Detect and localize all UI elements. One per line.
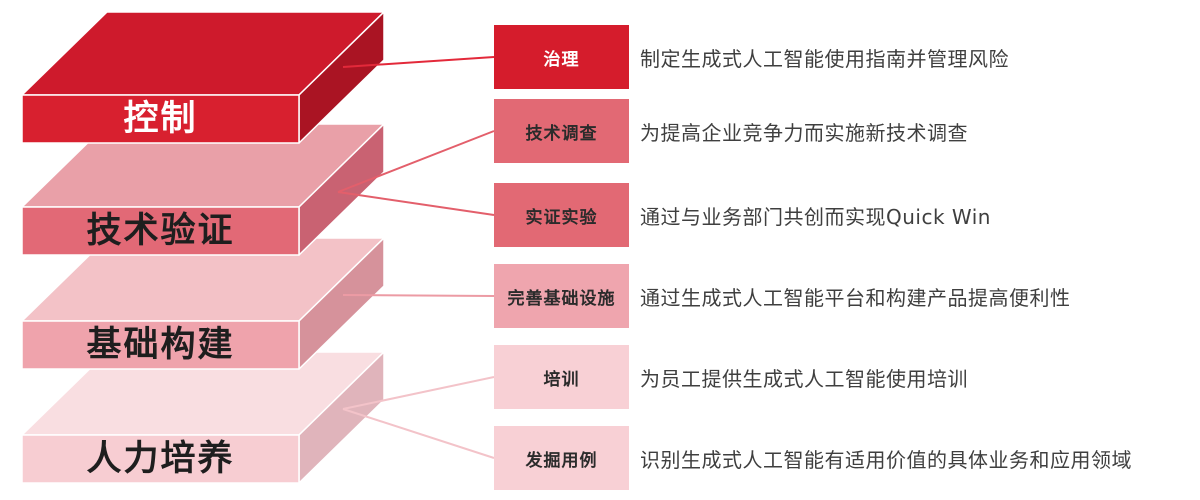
tag-governance-label: 治理	[543, 49, 580, 70]
item-row-governance: 治理 制定生成式人工智能使用指南并管理风险	[0, 25, 1200, 89]
tag-use-cases-label: 发掘用例	[525, 450, 598, 471]
item-row-infrastructure: 完善基础设施 通过生成式人工智能平台和构建产品提高便利性	[0, 264, 1200, 328]
tag-tech-survey-label: 技术调查	[525, 123, 598, 144]
connector-hr-usecases	[342, 408, 495, 459]
connector-foundation-infrastructure	[342, 294, 495, 297]
layer-label-control: 控制	[123, 99, 198, 139]
layer-control-front-face	[21, 94, 300, 144]
description-experiment: 通过与业务部门共创而实现Quick Win	[640, 204, 991, 229]
layer-tech-validation-front-face	[21, 206, 300, 256]
tag-infrastructure-label: 完善基础设施	[507, 288, 616, 309]
description-training: 为员工提供生成式人工智能使用培训	[640, 366, 968, 391]
layer-label-hr-development: 人力培养	[86, 439, 235, 479]
tag-experiment-label: 实证实验	[525, 207, 598, 228]
tag-training-label: 培训	[543, 369, 580, 390]
description-tech-survey: 为提高企业竞争力而实施新技术调查	[640, 120, 968, 145]
layer-foundation-front-face	[21, 320, 300, 370]
item-row-tech-survey: 技术调查 为提高企业竞争力而实施新技术调查	[0, 99, 1200, 163]
connector-hr-training	[342, 376, 495, 410]
layer-label-foundation: 基础构建	[86, 325, 235, 365]
tag-governance: 治理	[494, 25, 629, 89]
layer-tech-validation	[21, 123, 385, 256]
connector-techvalidation-survey	[337, 130, 495, 193]
description-infrastructure: 通过生成式人工智能平台和构建产品提高便利性	[640, 285, 1071, 310]
description-use-cases: 识别生成式人工智能有适用价值的具体业务和应用领域	[640, 447, 1132, 472]
item-row-use-cases: 发掘用例 识别生成式人工智能有适用价值的具体业务和应用领域	[0, 426, 1200, 490]
layer-control	[21, 11, 385, 144]
tag-use-cases: 发掘用例	[494, 426, 629, 490]
tag-experiment: 实证实验	[494, 183, 629, 247]
description-governance: 制定生成式人工智能使用指南并管理风险	[640, 46, 1009, 71]
tag-tech-survey: 技术调查	[494, 99, 629, 163]
layer-label-tech-validation: 技术验证	[86, 211, 235, 251]
item-row-experiment: 实证实验 通过与业务部门共创而实现Quick Win	[0, 183, 1200, 247]
layer-foundation	[21, 237, 385, 370]
tag-training: 培训	[494, 345, 629, 409]
layer-hr-development	[21, 351, 385, 484]
item-row-training: 培训 为员工提供生成式人工智能使用培训	[0, 345, 1200, 409]
tag-infrastructure: 完善基础设施	[494, 264, 629, 328]
layer-hr-development-front-face	[21, 434, 300, 484]
connector-techvalidation-experiment	[337, 191, 495, 216]
connector-control-governance	[342, 56, 495, 68]
